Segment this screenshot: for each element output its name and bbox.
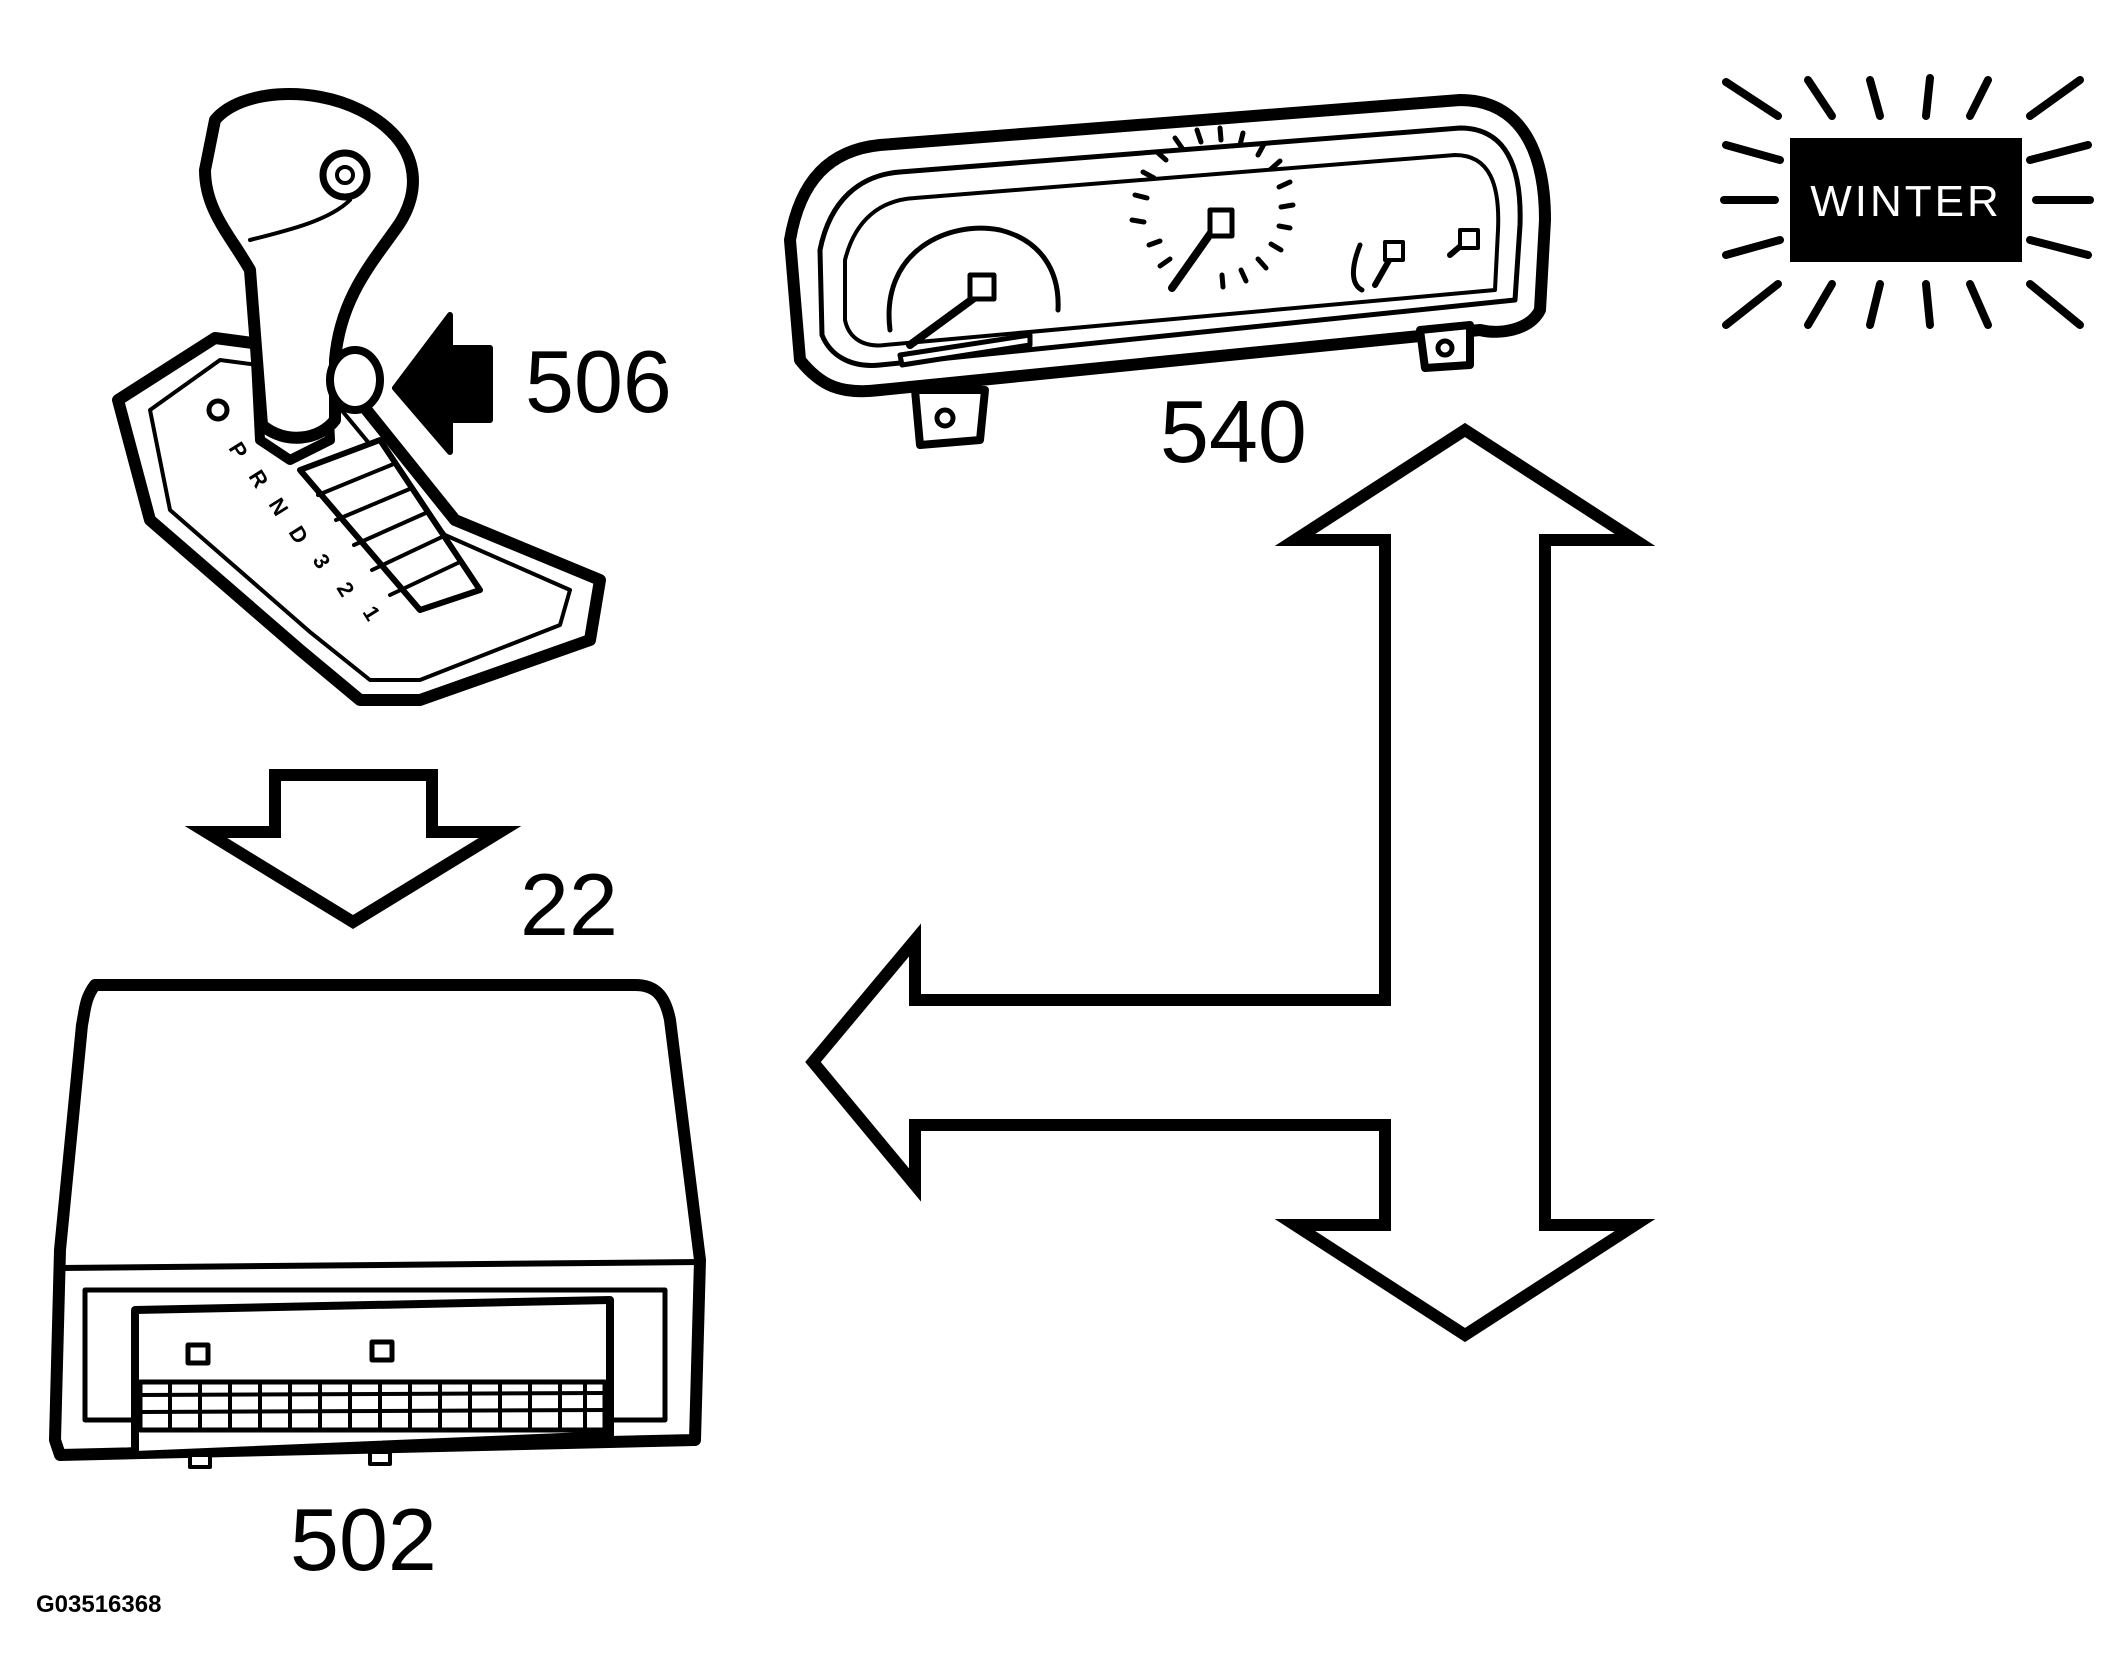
figure-id: G03516368 [36, 1591, 161, 1618]
winter-lamp-label: WINTER [1810, 177, 2002, 226]
shifter-pointer-arrow [392, 312, 493, 455]
control-module [49, 979, 706, 1469]
label-cluster: 540 [1160, 382, 1307, 481]
gear-shifter [112, 88, 606, 706]
label-shifter: 506 [525, 332, 672, 431]
lamp-rays [1720, 74, 2094, 329]
winter-lamp-box [1790, 138, 2022, 262]
instrument-cluster [784, 94, 1551, 449]
gauge-bar [897, 332, 1033, 368]
speedometer-dial [1129, 125, 1296, 292]
down-arrow [184, 769, 522, 930]
bidirectional-bus-arrow [805, 422, 1656, 1343]
label-bus: 22 [520, 855, 618, 954]
label-module: 502 [290, 1490, 437, 1589]
winter-indicator: WINTER [1720, 74, 2094, 329]
left-gauge [886, 225, 1061, 333]
